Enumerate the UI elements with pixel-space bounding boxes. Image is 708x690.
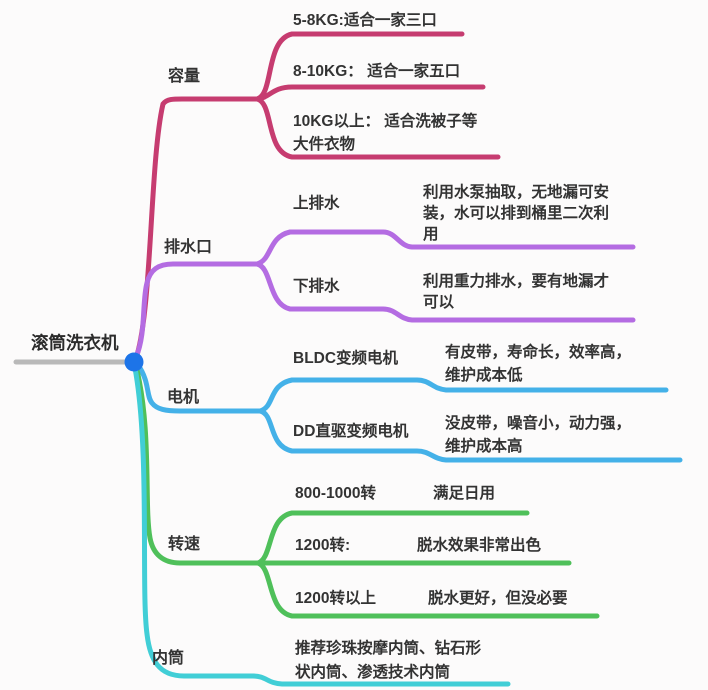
root-dot[interactable] [124,352,144,372]
motor-child-2-label[interactable]: DD直驱变频电机 [293,423,409,440]
branch-motor-lines [135,362,683,463]
capacity-child-2[interactable]: 8-10KG： 适合一家五口 [293,63,461,80]
branch-capacity-label[interactable]: 容量 [168,68,201,85]
speed-child-3-label[interactable]: 1200转以上 [295,590,376,607]
capacity-child-3[interactable]: 10KG以上： 适合洗被子等 大件衣物 [293,113,478,153]
drain-child-2-label[interactable]: 下排水 [293,278,340,295]
capacity-child-1[interactable]: 5-8KG:适合一家三口 [293,12,437,29]
root-node[interactable]: 滚筒洗衣机 [31,333,119,353]
branch-drain-label[interactable]: 排水口 [164,239,213,256]
drain-child-2-desc[interactable]: 利用重力排水，要有地漏才 可以 [423,273,610,311]
branch-motor-label[interactable]: 电机 [167,389,200,406]
speed-child-1-label[interactable]: 800-1000转 [295,485,377,502]
branch-drum-label[interactable]: 内筒 [152,650,185,667]
motor-child-1-desc[interactable]: 有皮带，寿命长，效率高， 维护成本低 [445,344,632,384]
branch-drain-lines [133,229,636,360]
drain-child-1-label[interactable]: 上排水 [293,195,340,212]
branch-drum-lines [132,365,511,687]
branch-speed-lines [133,363,600,619]
drain-child-1-desc[interactable]: 利用水泵抽取，无地漏可安 装，水可以排到桶里二次利 用 [423,184,610,243]
branch-speed-label[interactable]: 转速 [168,536,201,553]
speed-child-1-desc[interactable]: 满足日用 [433,485,496,502]
motor-child-2-desc[interactable]: 没皮带，噪音小，动力强， 维护成本高 [445,415,632,455]
speed-child-2-label[interactable]: 1200转: [295,537,351,554]
motor-child-1-label[interactable]: BLDC变频电机 [293,350,399,367]
drum-child-1[interactable]: 推荐珍珠按摩内筒、钻石形 状内筒、渗透技术内筒 [295,640,482,681]
speed-child-2-desc[interactable]: 脱水效果非常出色 [417,537,542,554]
speed-child-3-desc[interactable]: 脱水更好，但没必要 [428,590,568,607]
